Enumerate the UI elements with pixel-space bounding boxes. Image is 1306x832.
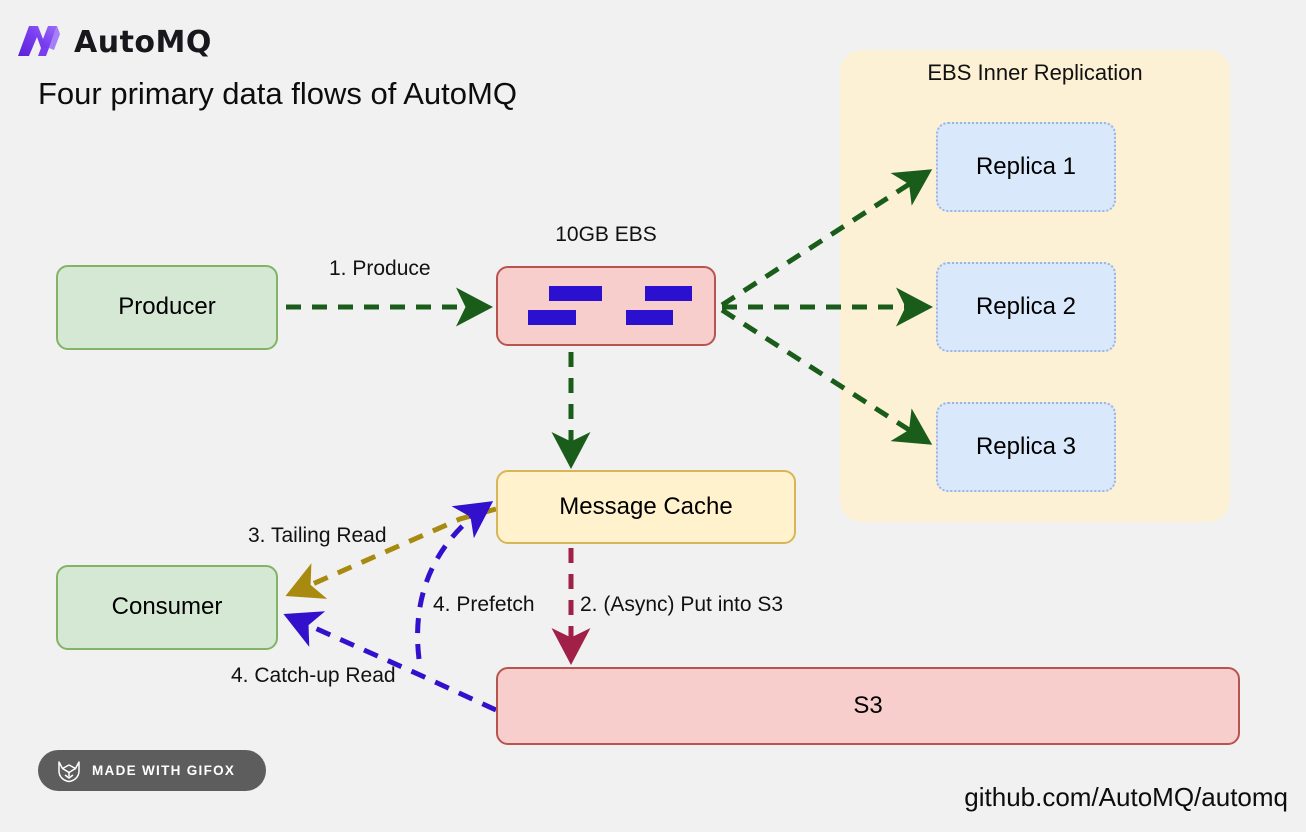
- ebs-data-bar: [626, 310, 673, 325]
- edge-catchup-read: [283, 611, 498, 713]
- ebs-volume-node[interactable]: [496, 266, 716, 346]
- gifox-badge-label: MADE WITH GIFOX: [92, 763, 236, 778]
- ebs-inner-replication-title: EBS Inner Replication: [927, 60, 1143, 85]
- consumer-node[interactable]: Consumer: [56, 565, 278, 650]
- page-title: Four primary data flows of AutoMQ: [38, 76, 517, 111]
- replica-3-node[interactable]: Replica 3: [936, 402, 1116, 492]
- edge-tailing-read: [285, 506, 497, 599]
- repo-url: github.com/AutoMQ/automq: [964, 782, 1288, 812]
- edge-label-async-put-into-s3: 2. (Async) Put into S3: [580, 593, 784, 616]
- fox-head-icon: [58, 760, 80, 782]
- s3-node[interactable]: S3: [496, 667, 1240, 745]
- s3-label: S3: [853, 691, 883, 719]
- producer-label: Producer: [118, 293, 216, 321]
- ebs-data-bar: [645, 286, 692, 301]
- edge-label-catchup-read: 4. Catch-up Read: [231, 664, 396, 687]
- ebs-data-bar: [528, 310, 576, 325]
- ebs-caption: 10GB EBS: [555, 223, 657, 246]
- replica-2-node[interactable]: Replica 2: [936, 262, 1116, 352]
- edge-label-tailing-read: 3. Tailing Read: [248, 524, 387, 547]
- made-with-gifox-badge: MADE WITH GIFOX: [38, 750, 266, 791]
- message-cache-label: Message Cache: [559, 492, 733, 520]
- ebs-data-bar: [549, 286, 602, 301]
- consumer-label: Consumer: [111, 593, 223, 621]
- replica-1-label: Replica 1: [975, 152, 1077, 180]
- replica-3-label: Replica 3: [975, 432, 1077, 460]
- brand-name: AutoMQ: [74, 24, 212, 60]
- edge-label-prefetch: 4. Prefetch: [433, 593, 535, 616]
- producer-node[interactable]: Producer: [56, 265, 278, 350]
- edge-prefetch: [415, 501, 494, 660]
- brand-logo: AutoMQ: [16, 20, 212, 64]
- message-cache-node[interactable]: Message Cache: [496, 470, 796, 544]
- automq-m-logo-icon: [18, 26, 60, 56]
- edge-label-produce: 1. Produce: [329, 257, 431, 280]
- replica-1-node[interactable]: Replica 1: [936, 122, 1116, 212]
- replica-2-label: Replica 2: [975, 292, 1077, 320]
